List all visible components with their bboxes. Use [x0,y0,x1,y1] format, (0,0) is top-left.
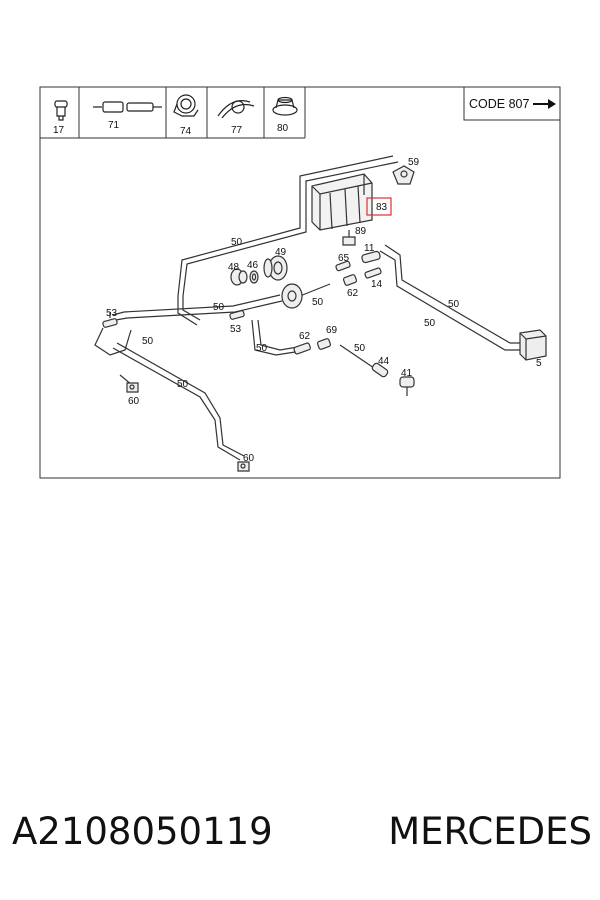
thumb-label-17: 17 [53,125,65,136]
right-arrow-icon [533,99,556,109]
callouts: 59 83 89 11 50 49 48 46 65 14 62 50 50 5… [106,157,542,464]
ring-46-icon [249,270,259,284]
callout-50d: 50 [448,299,460,310]
callout-60a: 60 [128,396,140,407]
callout-53a: 53 [106,308,118,319]
diagram-frame [39,86,561,479]
screw-89-icon [342,230,356,246]
callout-50e: 50 [424,318,436,329]
thumb-label-80: 80 [277,123,289,134]
strap-clamp-icon [217,100,255,119]
clip-icon [173,94,199,117]
sleeve-44-icon [371,362,389,378]
callout-46: 46 [247,260,259,271]
callout-50i: 50 [177,379,189,390]
callout-11: 11 [364,243,375,254]
clip-60a-icon [126,382,139,393]
callout-14: 14 [371,279,383,290]
callout-5: 5 [536,358,542,369]
callout-53b: 53 [230,324,242,335]
thumb-label-74: 74 [180,126,192,137]
callout-50g: 50 [256,343,268,354]
callout-65: 65 [338,253,350,264]
plug-icon [54,100,68,121]
callout-89: 89 [355,226,367,237]
callout-59: 59 [408,157,420,168]
fuel-lines [94,155,520,461]
callout-50f: 50 [142,336,154,347]
callout-49: 49 [275,247,287,258]
part-number: A2108050119 [12,809,273,853]
callout-50c: 50 [213,302,225,313]
valve-5-icon [519,329,547,361]
fitting-65-icon [335,260,351,272]
fitting-14-icon [364,267,382,279]
connector-icon [93,101,162,113]
callout-69: 69 [326,325,338,336]
fitting-11-icon [361,250,381,264]
callout-48: 48 [228,262,240,273]
tee-53b-icon [229,310,245,320]
callout-62a: 62 [347,288,359,299]
callout-50a: 50 [231,237,243,248]
grommet-icon [272,96,298,116]
callout-60b: 60 [243,453,255,464]
callout-50h: 50 [354,343,366,354]
callout-41: 41 [401,368,413,379]
clip-59-icon [392,165,415,185]
part-caption: A2108050119 MERCEDES [12,806,592,856]
center-fitting-icon [281,283,303,309]
fitting-62a-icon [342,274,358,286]
fitting-62b-icon [293,342,311,355]
valve-49-icon [263,255,288,281]
code-box [463,86,561,121]
callout-44: 44 [378,356,390,367]
code-label: CODE 807 [469,97,529,111]
tee-53a-icon [102,312,118,328]
valve-41-icon [399,376,415,396]
clip-60b-icon [237,461,250,472]
thumb-label-71: 71 [108,120,120,131]
valve-48-icon [230,268,248,286]
fitting-69-icon [316,338,332,350]
brand-name: MERCEDES [388,809,592,853]
callout-50b: 50 [312,297,324,308]
thumb-label-77: 77 [231,125,243,136]
callout-83: 83 [376,202,388,213]
highlight-83 [366,197,392,216]
parts-diagram: CODE 807 17 71 74 77 80 [39,86,561,479]
callout-62b: 62 [299,331,311,342]
carbon-canister [311,173,373,231]
